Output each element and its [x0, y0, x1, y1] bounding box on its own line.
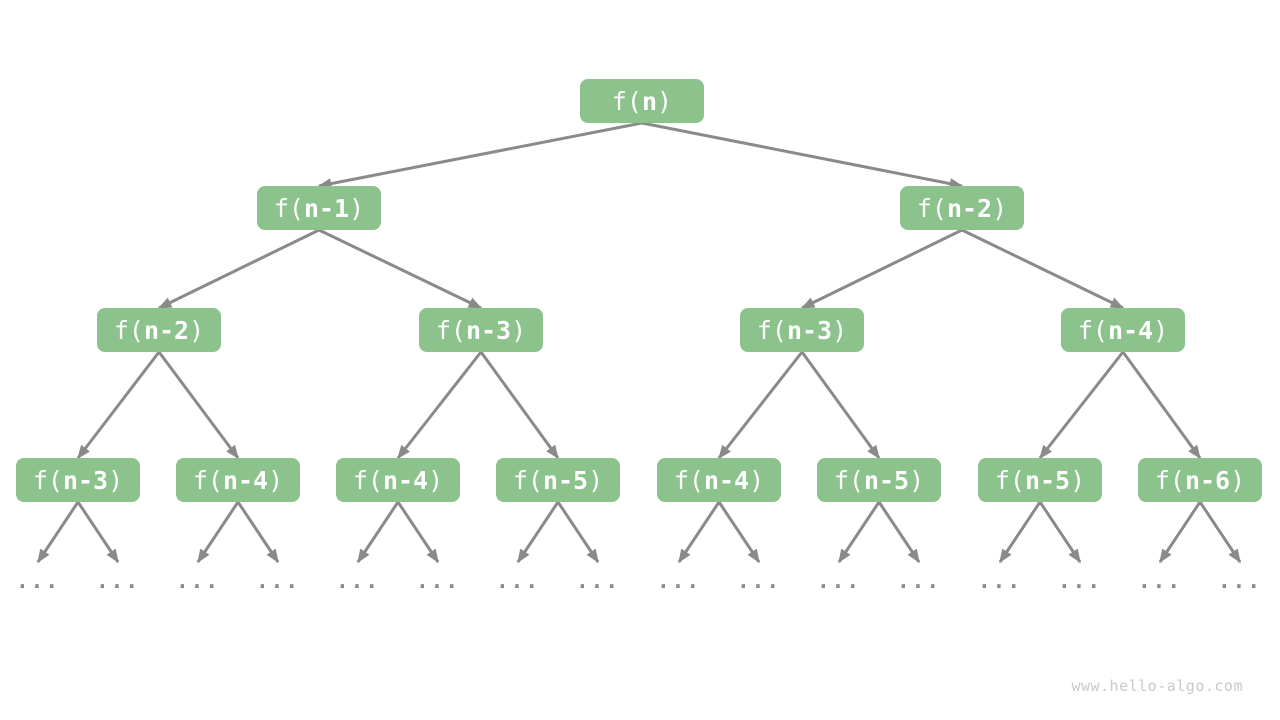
ellipsis-leaf: ... — [897, 568, 941, 593]
node-label-part: ) — [832, 315, 848, 345]
node-label-var: n-3 — [465, 315, 512, 345]
node-label-part: ) — [588, 465, 604, 495]
tree-node: f(n-5) — [496, 458, 620, 502]
node-label-part: f( — [512, 465, 543, 495]
node-label-part: ) — [1230, 465, 1246, 495]
tree-node: f(n-5) — [817, 458, 941, 502]
node-label-part: f( — [113, 315, 144, 345]
node-label-part: ) — [992, 193, 1008, 223]
node-label-part: f( — [273, 193, 304, 223]
node-label-var: n-4 — [1107, 315, 1154, 345]
ellipsis-leaf: ... — [496, 568, 540, 593]
node-label-part: ) — [511, 315, 527, 345]
node-label-part: ) — [1153, 315, 1169, 345]
tree-node: f(n-2) — [900, 186, 1024, 230]
node-label-part: f( — [994, 465, 1025, 495]
node-label-part: f( — [916, 193, 947, 223]
node-label-var: n-5 — [542, 465, 589, 495]
node-label-part: ) — [349, 193, 365, 223]
ellipsis-leaf: ... — [1218, 568, 1262, 593]
node-label-part: ) — [189, 315, 205, 345]
node-label-part: ) — [428, 465, 444, 495]
node-label-var: n-5 — [1024, 465, 1071, 495]
tree-node: f(n-2) — [97, 308, 221, 352]
tree-node: f(n-5) — [978, 458, 1102, 502]
tree-node: f(n-4) — [176, 458, 300, 502]
node-label-part: f( — [611, 86, 642, 116]
tree-node: f(n-4) — [657, 458, 781, 502]
ellipsis-leaf: ... — [737, 568, 781, 593]
node-label-part: f( — [756, 315, 787, 345]
ellipsis-leaf: ... — [978, 568, 1022, 593]
node-label-part: f( — [435, 315, 466, 345]
node-label-var: n-2 — [946, 193, 993, 223]
node-label-var: n — [641, 86, 658, 116]
node-label-part: f( — [833, 465, 864, 495]
tree-node: f(n-3) — [419, 308, 543, 352]
node-label-var: n-4 — [222, 465, 269, 495]
node-label-part: f( — [673, 465, 704, 495]
node-label-part: f( — [1154, 465, 1185, 495]
node-label-var: n-3 — [62, 465, 109, 495]
tree-node: f(n-4) — [1061, 308, 1185, 352]
node-label-part: f( — [1077, 315, 1108, 345]
tree-node: f(n-3) — [16, 458, 140, 502]
ellipsis-leaf: ... — [817, 568, 861, 593]
tree-node: f(n-3) — [740, 308, 864, 352]
ellipsis-leaf: ... — [1058, 568, 1102, 593]
node-label-part: f( — [192, 465, 223, 495]
node-label-part: ) — [657, 86, 673, 116]
ellipsis-leaf: ... — [256, 568, 300, 593]
node-label-var: n-1 — [303, 193, 350, 223]
ellipsis-leaf: ... — [657, 568, 701, 593]
tree-node-root: f(n) — [580, 79, 704, 123]
tree-node: f(n-6) — [1138, 458, 1262, 502]
ellipsis-leaf: ... — [336, 568, 380, 593]
ellipsis-leaf: ... — [576, 568, 620, 593]
node-label-part: ) — [749, 465, 765, 495]
tree-node: f(n-4) — [336, 458, 460, 502]
watermark: www.hello-algo.com — [1071, 677, 1243, 695]
node-label-part: ) — [268, 465, 284, 495]
node-label-var: n-4 — [382, 465, 429, 495]
node-label-var: n-4 — [703, 465, 750, 495]
node-label-part: ) — [108, 465, 124, 495]
node-label-part: f( — [352, 465, 383, 495]
ellipsis-leaf: ... — [416, 568, 460, 593]
ellipsis-leaf: ... — [1138, 568, 1182, 593]
node-label-part: f( — [32, 465, 63, 495]
node-label-var: n-5 — [863, 465, 910, 495]
node-label-part: ) — [909, 465, 925, 495]
node-label-var: n-3 — [786, 315, 833, 345]
node-label-var: n-2 — [143, 315, 190, 345]
ellipsis-leaf: ... — [16, 568, 60, 593]
ellipsis-leaf: ... — [96, 568, 140, 593]
ellipsis-leaf: ... — [176, 568, 220, 593]
node-label-part: ) — [1070, 465, 1086, 495]
node-label-var: n-6 — [1184, 465, 1231, 495]
tree-node: f(n-1) — [257, 186, 381, 230]
